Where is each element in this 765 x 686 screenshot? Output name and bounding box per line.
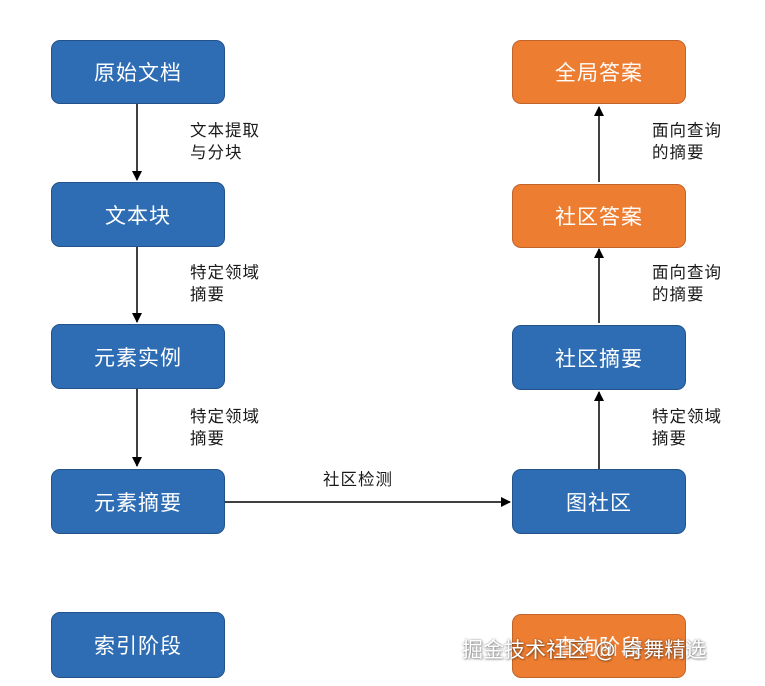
node-community-summaries: 社区摘要 bbox=[512, 325, 686, 390]
node-indexing-stage: 索引阶段 bbox=[51, 612, 225, 678]
node-source-documents: 原始文档 bbox=[51, 40, 225, 104]
label-query-focused-1: 面向查询 的摘要 bbox=[652, 263, 722, 304]
label-domain-summary-1: 特定领域 摘要 bbox=[190, 263, 260, 304]
label-domain-summary-2: 特定领域 摘要 bbox=[190, 407, 260, 448]
label-query-focused-2: 面向查询 的摘要 bbox=[652, 121, 722, 162]
watermark-text: 掘金技术社区 @ 奇舞精选 bbox=[462, 638, 707, 662]
label-domain-summary-3: 特定领域 摘要 bbox=[652, 407, 722, 448]
node-text-chunks: 文本块 bbox=[51, 182, 225, 247]
node-query-stage: 查询阶段 bbox=[512, 614, 686, 678]
node-element-summaries: 元素摘要 bbox=[51, 469, 225, 534]
node-community-answers: 社区答案 bbox=[512, 184, 686, 248]
node-global-answer: 全局答案 bbox=[512, 40, 686, 104]
node-element-instances: 元素实例 bbox=[51, 324, 225, 389]
node-graph-communities: 图社区 bbox=[512, 469, 686, 534]
label-extract-and-chunk: 文本提取 与分块 bbox=[190, 121, 260, 162]
label-community-detection: 社区检测 bbox=[323, 470, 393, 489]
